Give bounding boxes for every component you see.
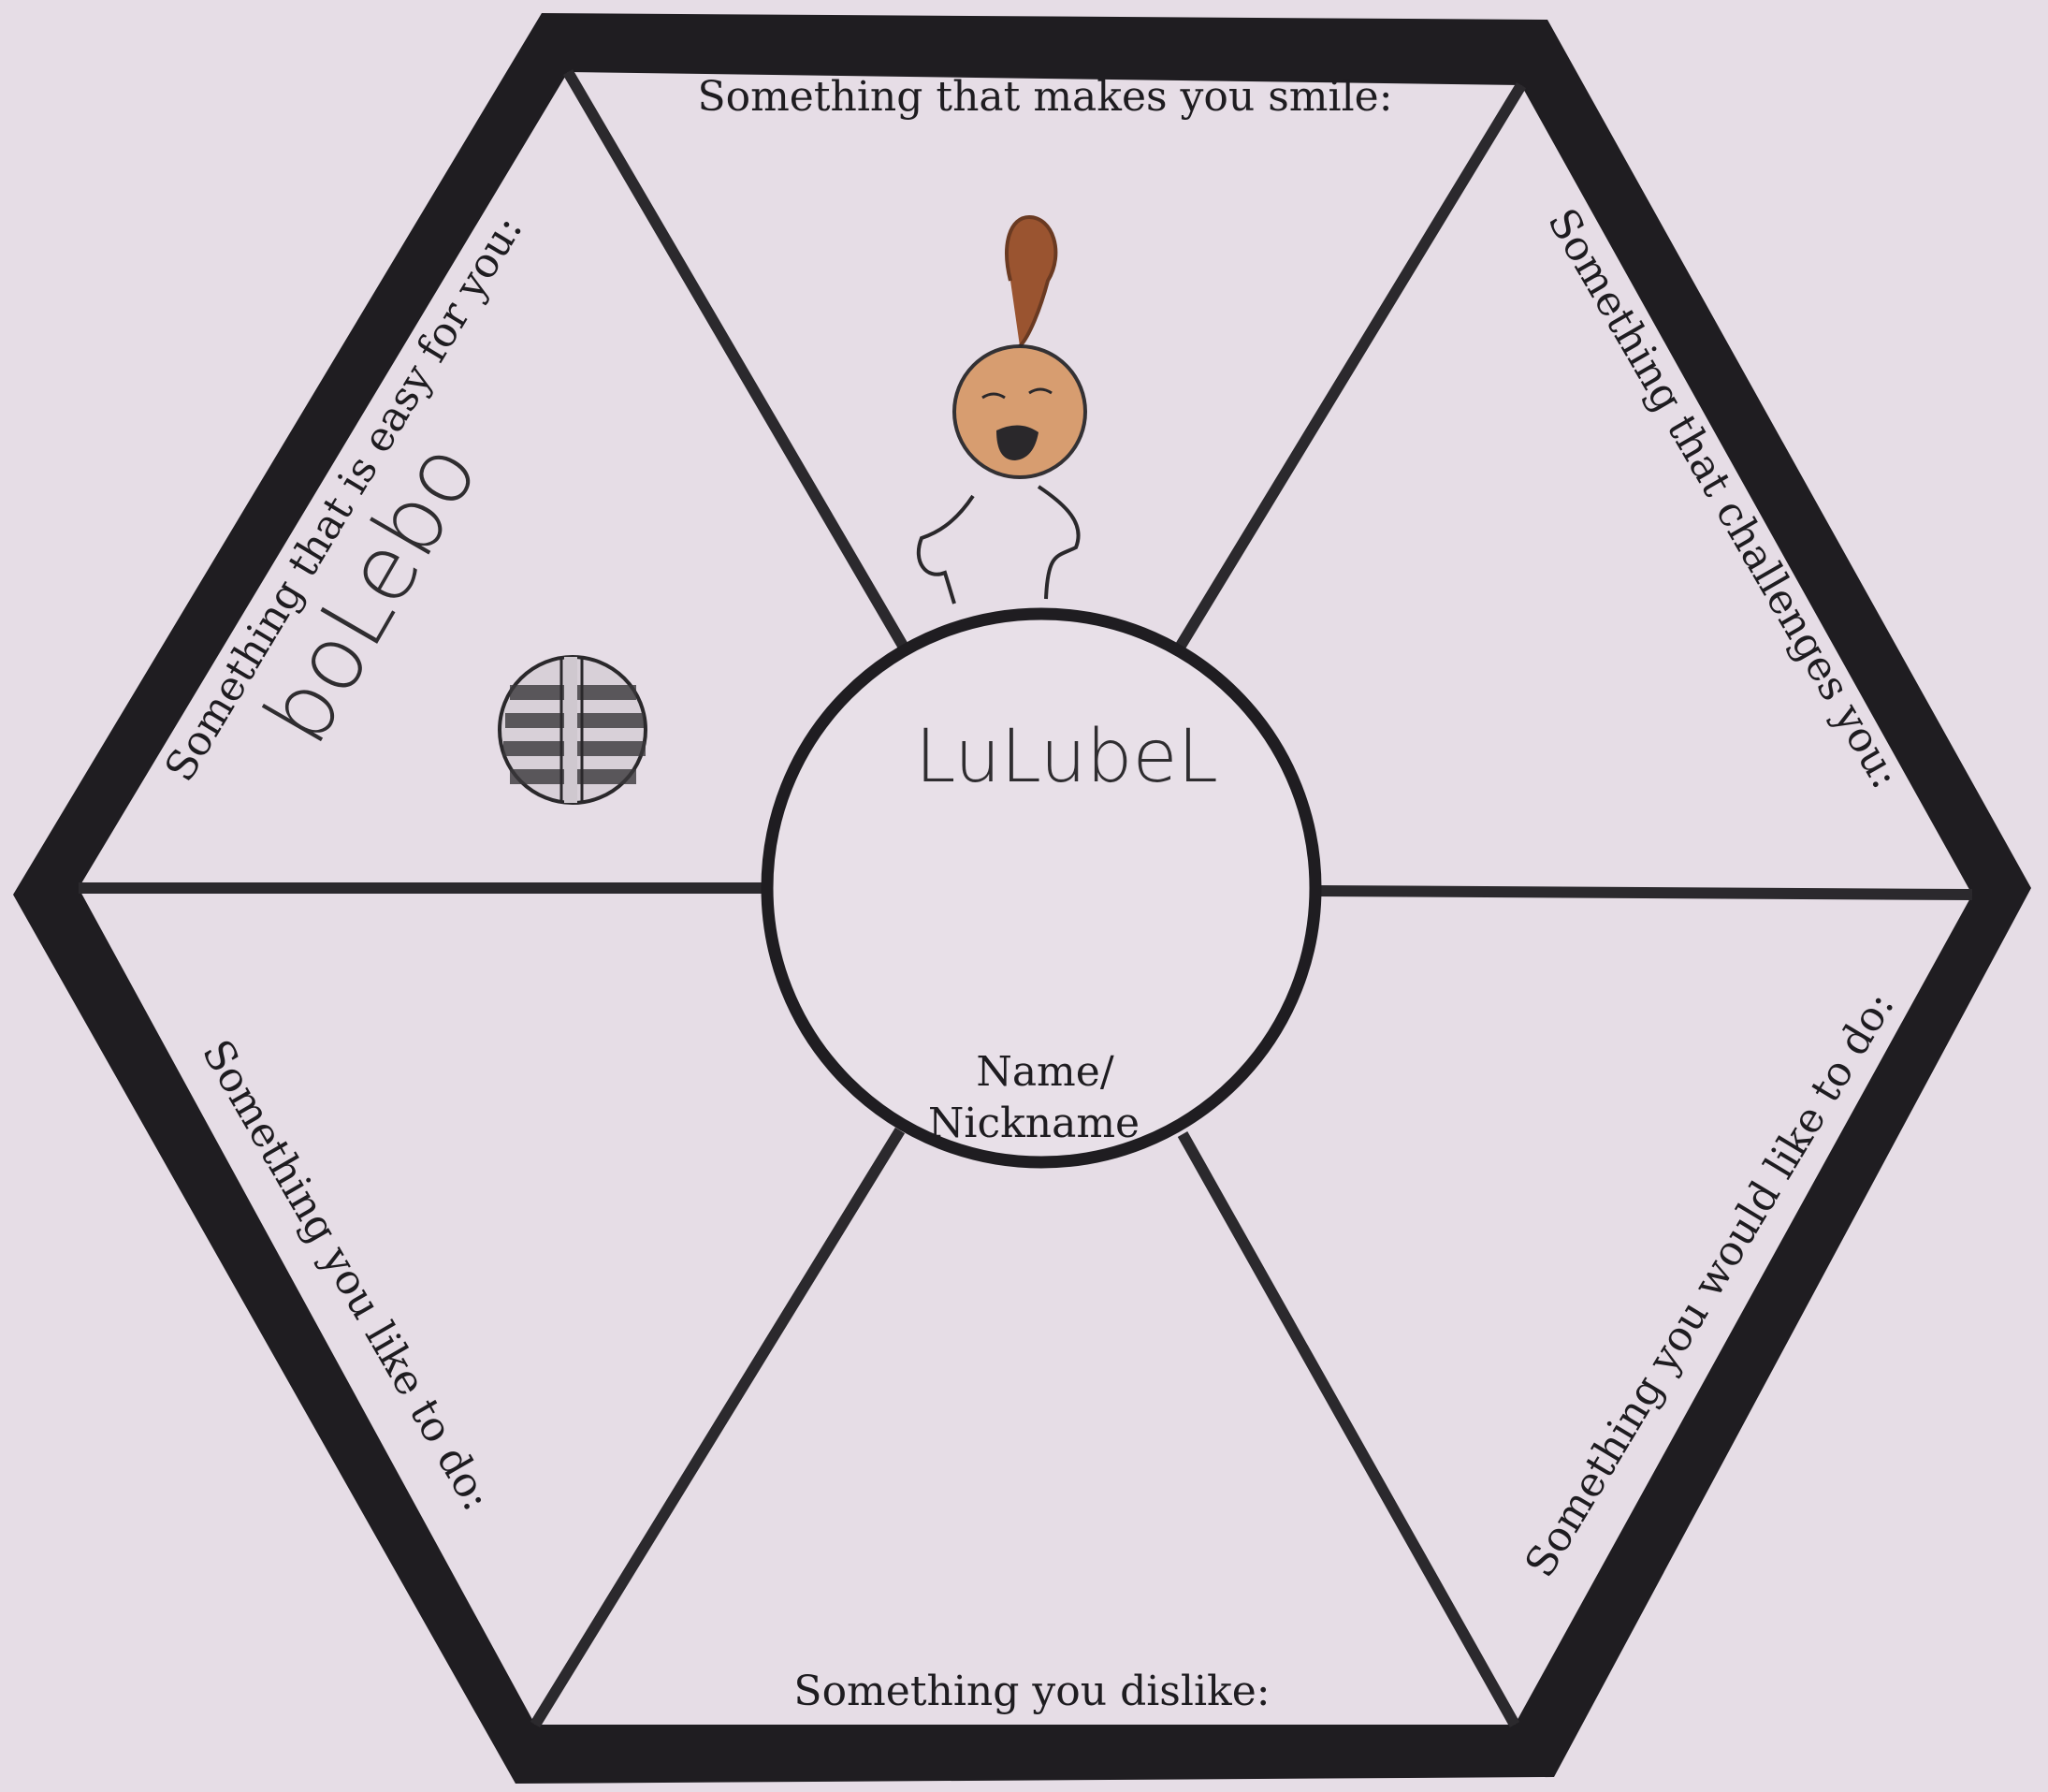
divider-spokes	[79, 68, 1973, 1728]
spoke-bottom-left	[530, 1127, 906, 1728]
ball-drawing	[498, 655, 647, 805]
spoke-top-left	[562, 68, 908, 649]
spoke-bottom-right	[1177, 1131, 1520, 1727]
spoke-right	[1314, 885, 1973, 900]
label-makes-you-smile: Something that makes you smile:	[697, 73, 1392, 121]
spoke-top-right	[1175, 81, 1527, 649]
label-dislike: Something you dislike:	[793, 1668, 1270, 1715]
label-nickname: Nickname	[928, 1100, 1140, 1147]
smiling-person-drawing	[916, 214, 1087, 605]
name-circle	[761, 607, 1322, 1169]
handwritten-name: LuLubeL	[915, 715, 1218, 799]
label-name: Name/	[976, 1048, 1113, 1096]
